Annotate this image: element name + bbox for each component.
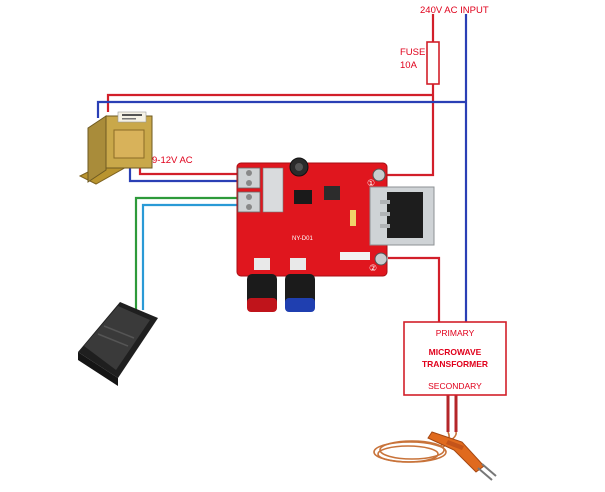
- ic-chip: [294, 190, 312, 204]
- input-label: 240V AC INPUT: [420, 5, 489, 16]
- foot-pedal[interactable]: [78, 302, 158, 386]
- terminal-block-aux: [262, 167, 284, 213]
- current-knob[interactable]: [285, 274, 315, 312]
- pedal-wire-cyan: [141, 203, 244, 310]
- oled-connector: [350, 210, 356, 226]
- live-wire-to-transformer: [106, 93, 433, 112]
- potentiometer-time-base: [254, 258, 270, 270]
- potentiometer-current-base: [290, 258, 306, 270]
- fuse-label: FUSE: [400, 47, 425, 58]
- status-led: [340, 252, 370, 260]
- welding-pen[interactable]: [373, 431, 497, 481]
- fuse: FUSE 10A: [400, 41, 440, 85]
- control-board: NY-D01 ① ②: [236, 157, 435, 312]
- pen-tip: [477, 467, 493, 481]
- transformer-label-plate: [117, 111, 147, 123]
- pedal-top: [84, 306, 150, 370]
- live-wire-after-fuse: [380, 84, 435, 177]
- pedal-wire-green: [134, 196, 244, 310]
- terminal-1[interactable]: [372, 168, 386, 182]
- fuse-body: [426, 41, 440, 85]
- primary-label: PRIMARY: [436, 328, 475, 338]
- secondary-label: SECONDARY: [428, 381, 482, 391]
- transformer-coil: [113, 129, 145, 159]
- microwave-transformer: PRIMARY MICROWAVE TRANSFORMER SECONDARY: [403, 321, 507, 396]
- neutral-wire-to-transformer: [96, 100, 466, 118]
- board-model-label: NY-D01: [292, 236, 313, 242]
- relay: [324, 186, 340, 200]
- mwt-title-line1: MICROWAVE: [429, 347, 482, 357]
- transformer-core-side: [87, 115, 107, 183]
- triac: [387, 192, 423, 238]
- primary-wire-red: [388, 256, 441, 322]
- time-knob[interactable]: [247, 274, 277, 312]
- transformer-output-label: 9-12V AC: [152, 155, 193, 166]
- mwt-box: [403, 321, 507, 396]
- terminal-1-label: ①: [367, 179, 375, 189]
- terminal-block-ac[interactable]: [237, 167, 261, 189]
- terminal-2[interactable]: [374, 252, 388, 266]
- pedal-front: [78, 352, 118, 386]
- fuse-rating: 10A: [400, 60, 418, 71]
- mwt-title-line2: TRANSFORMER: [422, 359, 488, 369]
- stepdown-transformer: [78, 111, 153, 185]
- terminal-2-label: ②: [369, 264, 377, 274]
- terminal-block-pedal[interactable]: [237, 191, 261, 213]
- pen-handle: [427, 431, 485, 473]
